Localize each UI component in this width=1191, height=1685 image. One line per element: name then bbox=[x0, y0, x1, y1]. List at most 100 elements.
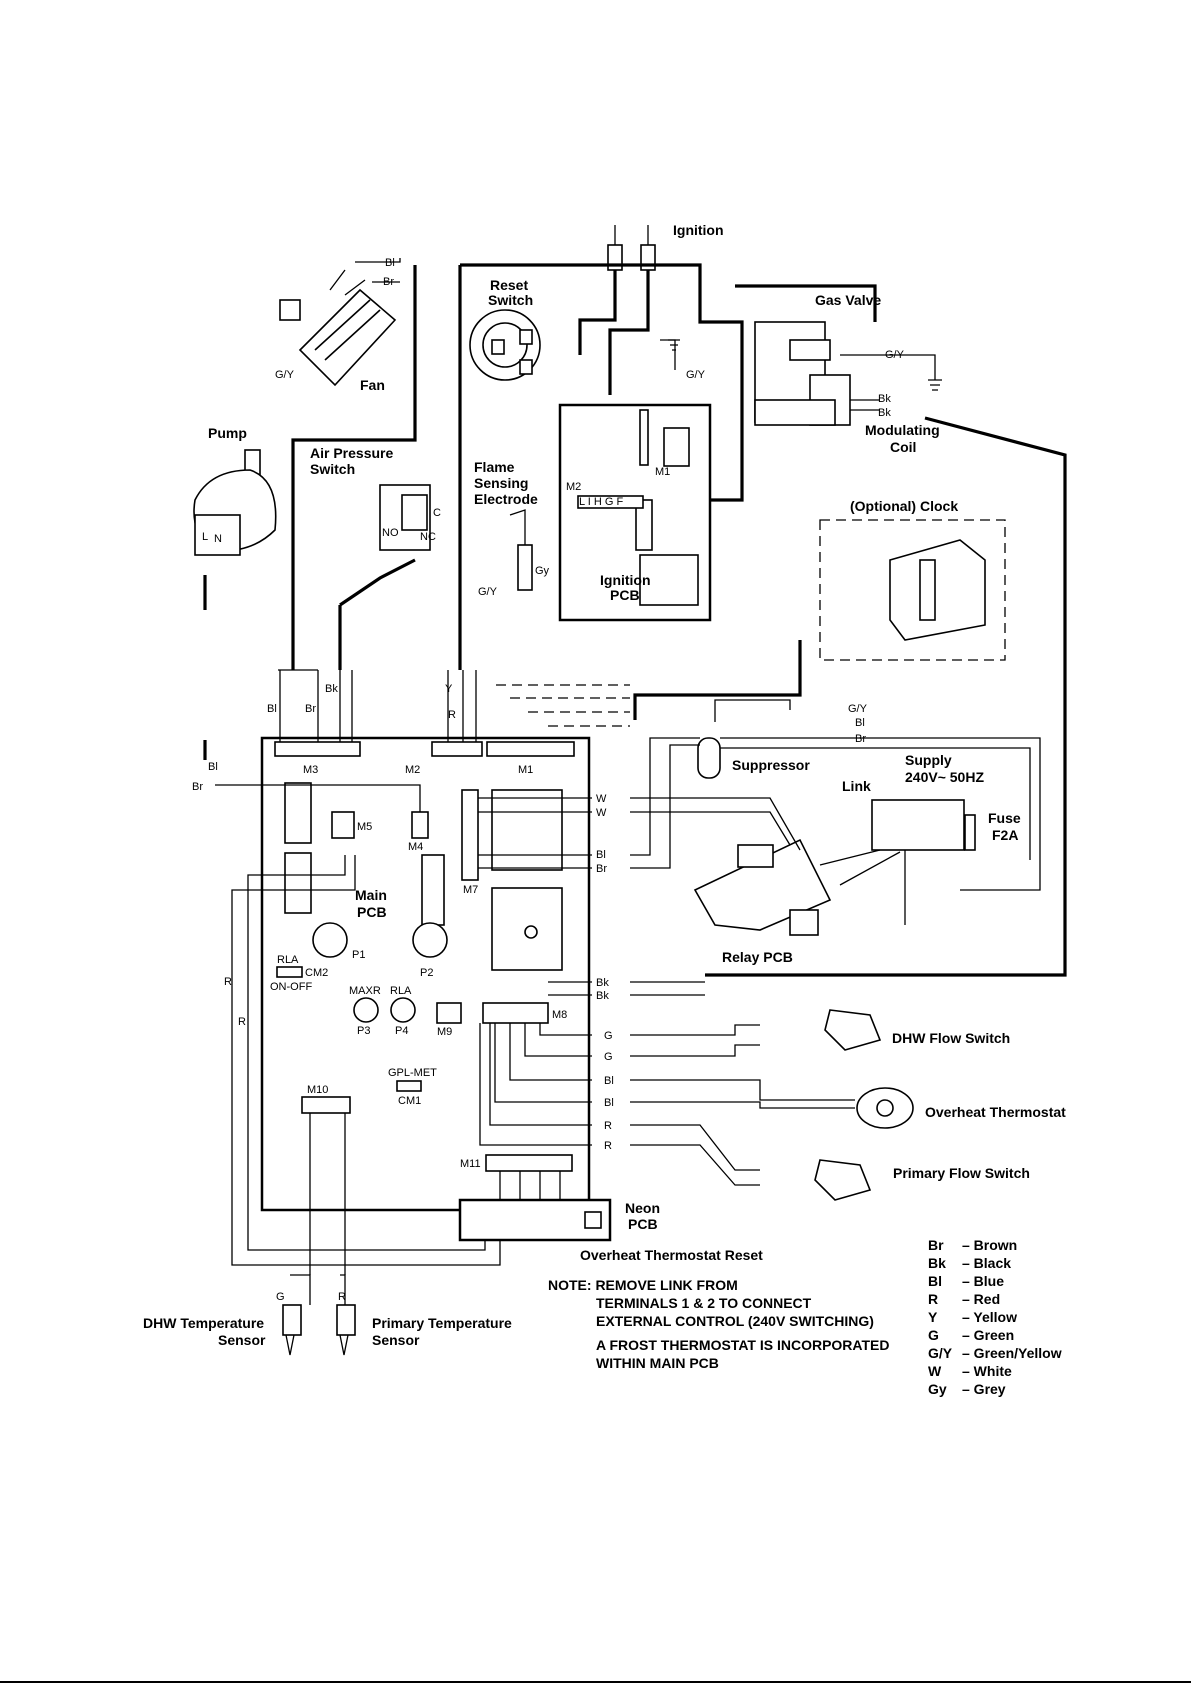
label-primary-temperature-sensor: Primary Temperature bbox=[372, 1315, 512, 1331]
primary-flow-switch bbox=[814, 1159, 872, 1201]
aps-nc: NC bbox=[420, 531, 436, 543]
primary-temperature-sensor bbox=[336, 1304, 356, 1356]
legend-name-0: – Brown bbox=[962, 1237, 1017, 1253]
note-1-line-3: EXTERNAL CONTROL (240V SWITCHING) bbox=[596, 1313, 874, 1329]
label-modulating-coil-2: Coil bbox=[890, 439, 916, 455]
main-component-a bbox=[284, 782, 312, 844]
legend-code-8: Gy bbox=[928, 1381, 947, 1397]
label-optional-clock: (Optional) Clock bbox=[850, 498, 958, 514]
ignition-chip bbox=[635, 499, 653, 551]
dhw-flow-switch bbox=[824, 1009, 882, 1051]
m2-label: M2 bbox=[405, 764, 420, 776]
optional-clock bbox=[889, 539, 986, 641]
overheat-thermostat bbox=[856, 1087, 914, 1129]
gv-gy: G/Y bbox=[885, 349, 905, 361]
m5-to-neon bbox=[231, 855, 501, 1266]
legend-name-7: – White bbox=[962, 1363, 1012, 1379]
m8-g1-label: G bbox=[604, 1030, 613, 1042]
left-r1-label: R bbox=[224, 976, 232, 988]
label-dhw-flow-switch: DHW Flow Switch bbox=[892, 1030, 1010, 1046]
label-reset-switch-2: Switch bbox=[488, 292, 533, 308]
legend-code-5: G bbox=[928, 1327, 939, 1343]
m7-label: M7 bbox=[463, 884, 478, 896]
m5-label: M5 bbox=[357, 821, 372, 833]
label-air-pressure-switch-2: Switch bbox=[310, 461, 355, 477]
supply-terminal bbox=[871, 799, 965, 851]
w-to-relay bbox=[630, 797, 801, 851]
fan-br: Br bbox=[383, 276, 394, 288]
legend-name-1: – Black bbox=[962, 1255, 1011, 1271]
m7-terminal bbox=[461, 789, 479, 881]
p4-label: P4 bbox=[395, 1025, 408, 1037]
colour-legend: Br – Brown Bk – Black Bl – Blue R – Red … bbox=[928, 1237, 1062, 1397]
m8-bl-wires bbox=[494, 1023, 592, 1103]
p3-pot bbox=[353, 997, 379, 1023]
earth-symbol-ign bbox=[668, 339, 680, 351]
ignition-loop bbox=[460, 263, 744, 502]
relay-pcb bbox=[693, 838, 832, 936]
p3-label: P3 bbox=[357, 1025, 370, 1037]
main-component-c bbox=[421, 854, 445, 926]
aps-harness bbox=[339, 558, 416, 607]
note-2-line-2: WITHIN MAIN PCB bbox=[596, 1355, 719, 1371]
label-relay-pcb: Relay PCB bbox=[722, 949, 793, 965]
label-air-pressure-switch: Air Pressure bbox=[310, 445, 393, 461]
legend-name-8: – Grey bbox=[962, 1381, 1006, 1397]
label-dhw-temperature-sensor: DHW Temperature bbox=[143, 1315, 264, 1331]
supp-br-label: Br bbox=[855, 733, 866, 745]
pump bbox=[193, 449, 277, 556]
m11-terminal bbox=[485, 1154, 573, 1172]
m8-g-wires bbox=[524, 1023, 592, 1057]
m5-terminal bbox=[331, 811, 355, 839]
m8-bl2-label: Bl bbox=[604, 1097, 614, 1109]
m9-bk-wires bbox=[548, 981, 592, 996]
ignition-m2-terminal bbox=[577, 495, 644, 509]
label-ignition-electrode: Ignition bbox=[673, 222, 724, 238]
label-primary-flow-switch: Primary Flow Switch bbox=[893, 1165, 1030, 1181]
m10-terminal bbox=[301, 1096, 351, 1114]
rla-label: RLA bbox=[277, 954, 299, 966]
clock-dashed-wires bbox=[496, 684, 630, 727]
sensor-drops bbox=[290, 1274, 346, 1305]
label-primary-temperature-sensor-2: Sensor bbox=[372, 1332, 420, 1348]
label-supply: Supply bbox=[905, 752, 952, 768]
fse-gy: Gy bbox=[535, 565, 550, 577]
m3-wires bbox=[279, 670, 353, 742]
ignition-transformer bbox=[639, 554, 699, 606]
legend-name-5: – Green bbox=[962, 1327, 1014, 1343]
main-relay-1 bbox=[491, 789, 563, 871]
m7-wires bbox=[478, 797, 592, 869]
m8-bl1-label: Bl bbox=[604, 1075, 614, 1087]
legend-code-7: W bbox=[928, 1363, 942, 1379]
m8-g2-label: G bbox=[604, 1051, 613, 1063]
m9-terminal bbox=[436, 1002, 462, 1024]
m2-wires bbox=[447, 670, 477, 742]
m1-label: M1 bbox=[518, 764, 533, 776]
m7-bl-label: Bl bbox=[596, 849, 606, 861]
pump-br-label: Br bbox=[192, 781, 203, 793]
gpl-met-label: GPL-MET bbox=[388, 1067, 437, 1079]
m9-bk2-label: Bk bbox=[596, 990, 609, 1002]
label-reset-switch: Reset bbox=[490, 277, 528, 293]
legend-code-1: Bk bbox=[928, 1255, 946, 1271]
legend-code-3: R bbox=[928, 1291, 938, 1307]
p1-pot bbox=[312, 922, 348, 958]
pump-to-m4 bbox=[215, 784, 421, 812]
m10-label: M10 bbox=[307, 1084, 328, 1096]
m7-br-label: Br bbox=[596, 863, 607, 875]
fan-bl: Bl bbox=[385, 257, 395, 269]
label-gas-valve: Gas Valve bbox=[815, 292, 881, 308]
main-component-b bbox=[284, 852, 312, 914]
note-1-line-1: NOTE: REMOVE LINK FROM bbox=[548, 1277, 738, 1293]
note-1-line-2: TERMINALS 1 & 2 TO CONNECT bbox=[596, 1295, 812, 1311]
legend-code-4: Y bbox=[928, 1309, 938, 1325]
g-to-dhw-switch bbox=[630, 1024, 760, 1057]
pump-n: N bbox=[214, 533, 222, 545]
dhw-g-label: G bbox=[276, 1291, 285, 1303]
supp-earth bbox=[714, 699, 791, 722]
pump-bl-label: Bl bbox=[208, 761, 218, 773]
p4-pot bbox=[390, 997, 416, 1023]
label-neon-pcb: Neon bbox=[625, 1200, 660, 1216]
fan-harness bbox=[291, 265, 417, 670]
